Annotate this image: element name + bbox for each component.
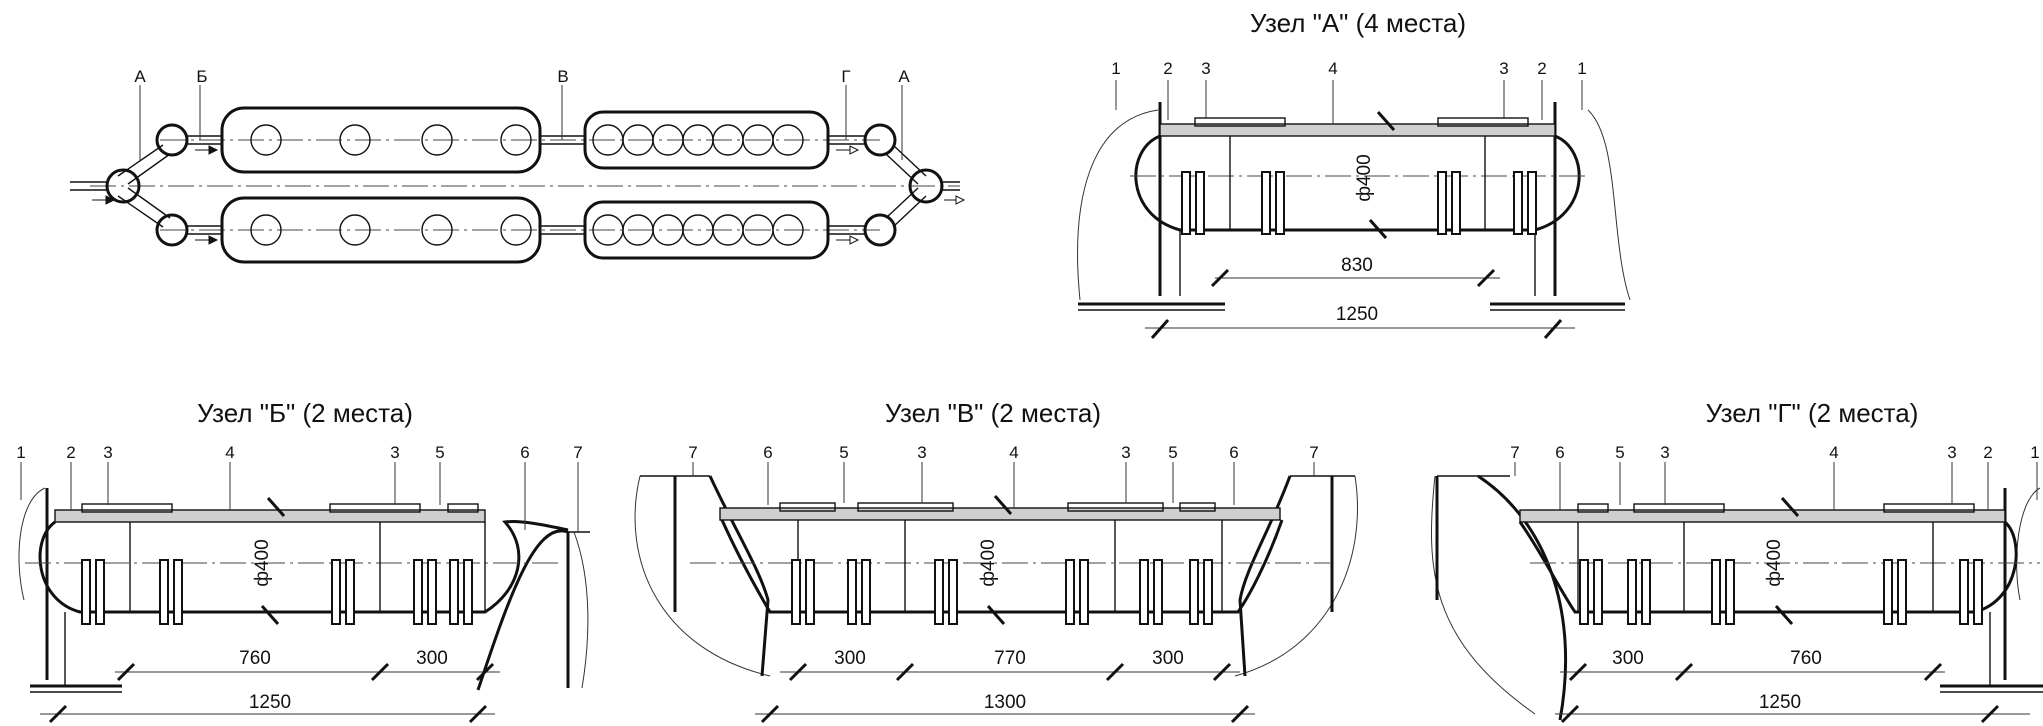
position-label: 3 <box>1201 59 1210 78</box>
dimension-label: 300 <box>1612 648 1644 669</box>
junction-node <box>155 213 189 247</box>
position-label: 6 <box>1555 443 1564 462</box>
position-label: 3 <box>1121 443 1130 462</box>
dimension-label: 760 <box>1790 648 1822 669</box>
diameter-label: ф400 <box>1354 154 1375 201</box>
position-label: 4 <box>1009 443 1018 462</box>
node-b-title: Узел "Б" (2 места) <box>197 398 413 428</box>
dimension-label: 770 <box>994 648 1026 669</box>
dimension-label: 300 <box>834 648 866 669</box>
junction-node <box>863 123 897 157</box>
position-label: 2 <box>1983 443 1992 462</box>
dimension-label: 1300 <box>984 692 1026 713</box>
position-label: 2 <box>1163 59 1172 78</box>
node-a-title: Узел "А" (4 места) <box>1250 8 1466 38</box>
position-label: 3 <box>1660 443 1669 462</box>
section-label: А <box>134 67 146 86</box>
position-label: 3 <box>1947 443 1956 462</box>
position-label: 7 <box>1309 443 1318 462</box>
position-label: 4 <box>1829 443 1838 462</box>
diameter-label: ф400 <box>252 539 273 586</box>
dimension-label: 1250 <box>249 692 291 713</box>
position-label: 7 <box>688 443 697 462</box>
node-b-detail: Узел "Б" (2 места) ф400 <box>16 398 590 724</box>
position-label: 2 <box>66 443 75 462</box>
vessel-long-bottom <box>583 200 830 260</box>
dimension-label: 300 <box>416 648 448 669</box>
position-label: 5 <box>839 443 848 462</box>
junction-node <box>105 168 141 204</box>
section-label: В <box>557 67 568 86</box>
position-label: 5 <box>1615 443 1624 462</box>
position-label: 4 <box>225 443 234 462</box>
node-g-title: Узел "Г" (2 места) <box>1706 398 1919 428</box>
diameter-label: ф400 <box>978 539 999 586</box>
dimension-label: 760 <box>239 648 271 669</box>
position-label: 1 <box>1111 59 1120 78</box>
position-label: 3 <box>390 443 399 462</box>
vessel-short-bottom <box>220 196 542 264</box>
diameter-label: ф400 <box>1764 539 1785 586</box>
position-label: 7 <box>1510 443 1519 462</box>
node-v-detail: Узел "В" (2 места) ф400 <box>634 398 1358 724</box>
junction-node <box>908 168 944 204</box>
dimension-label: 300 <box>1152 648 1184 669</box>
position-label: 7 <box>573 443 582 462</box>
position-label: 1 <box>2030 443 2039 462</box>
position-label: 3 <box>917 443 926 462</box>
node-v-title: Узел "В" (2 места) <box>885 398 1101 428</box>
junction-node <box>863 213 897 247</box>
dimension-label: 830 <box>1341 255 1373 276</box>
node-g-detail: Узел "Г" (2 места) ф400 300 <box>1430 398 2043 724</box>
position-label: 3 <box>1499 59 1508 78</box>
position-label: 6 <box>763 443 772 462</box>
dimension-label: 1250 <box>1336 304 1378 325</box>
junction-node <box>155 123 189 157</box>
overview-scheme: А Б В Г А <box>70 67 966 264</box>
position-label: 5 <box>1168 443 1177 462</box>
position-label: 4 <box>1328 59 1337 78</box>
node-a-detail: Узел "А" (4 места) ф400 <box>1077 8 1631 339</box>
position-label: 3 <box>103 443 112 462</box>
position-label: 5 <box>435 443 444 462</box>
position-label: 2 <box>1537 59 1546 78</box>
section-label: А <box>898 67 910 86</box>
vessel-long-top <box>583 110 830 170</box>
section-label: Г <box>841 67 850 86</box>
vessel-short-top <box>220 106 542 174</box>
position-label: 1 <box>1577 59 1586 78</box>
position-label: 6 <box>520 443 529 462</box>
flow-arrow-icon <box>92 145 966 245</box>
position-label: 6 <box>1229 443 1238 462</box>
dimension-label: 1250 <box>1759 692 1801 713</box>
section-label: Б <box>196 67 207 86</box>
position-label: 1 <box>16 443 25 462</box>
